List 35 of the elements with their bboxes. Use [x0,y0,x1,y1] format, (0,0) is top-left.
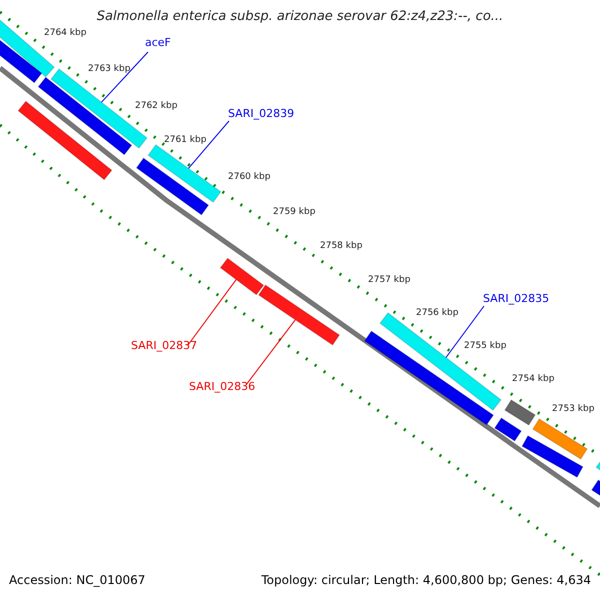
tick-label: 2764 kbp [44,28,86,39]
tick-label: 2761 kbp [164,135,206,146]
gene-bar [532,418,588,460]
gene-label: SARI_02836 [189,380,256,394]
leader-line [101,52,148,103]
tick-label: 2757 kbp [368,275,410,286]
leader-line [446,306,484,358]
tick-label: 2754 kbp [512,374,554,385]
title: Salmonella enterica subsp. arizonae serovar 62:z4,z23:--, co... [96,9,504,25]
tick-label: 2759 kbp [273,207,316,218]
gene-bar [258,284,340,346]
tick-label: 2760 kbp [228,172,270,183]
leader-line [188,279,237,346]
gene-bar [494,417,522,442]
leader-line [188,120,230,169]
tick-label: 2753 kbp [552,404,594,415]
tick-label: 2762 kbp [135,101,178,112]
gene-bar [18,100,112,180]
gene-bar [220,258,264,296]
gene-bar [148,144,222,203]
footer-text: Topology: circular; Length: 4,600,800 bp; Genes: 4,634 [261,573,591,588]
gene-label: aceF [145,36,171,50]
gene-bar [521,435,584,478]
gene-label: SARI_02839 [228,107,294,120]
leader-line [246,319,296,386]
gene-label: SARI_02837 [131,339,198,352]
tick-label: 2763 kbp [88,64,130,75]
tick-label: 2755 kbp [464,341,506,352]
tick-label: 2758 kbp [320,241,362,252]
gene-bar [504,399,536,426]
footer-text: Accession: NC_010067 [9,573,146,588]
tick-label: 2756 kbp [416,308,458,319]
gene-label: SARI_02835 [483,292,550,306]
gene-bar [136,157,210,216]
gene-bar [38,76,132,156]
